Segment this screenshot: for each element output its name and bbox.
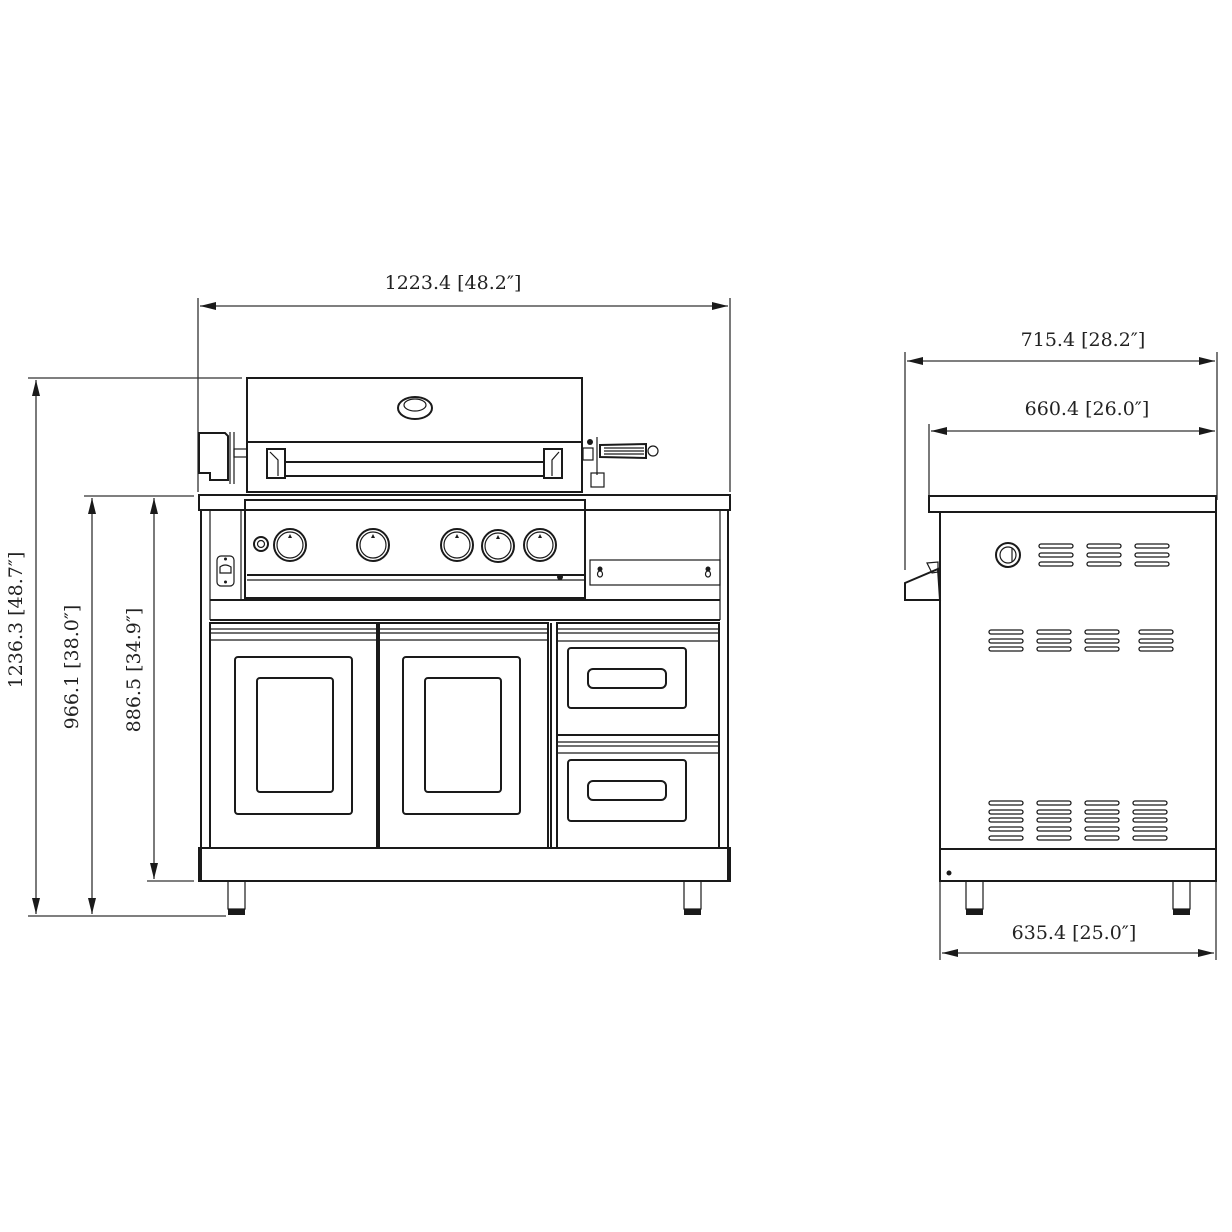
overall-depth-label: 715.4 [28.2″] [1021,329,1146,351]
drawer-top [556,622,720,736]
front-view: 1223.4 [48.2″] 1236.3 [48.7″] 966.1 [38.… [5,272,731,917]
counter-height-label: 966.1 [38.0″] [61,605,83,730]
grill-hood [246,377,583,493]
cabinet-height-label: 886.5 [34.9″] [123,608,145,733]
side-countertop [928,495,1217,513]
rotisserie-motor [198,432,248,484]
leg-left [227,880,246,915]
countertop [198,494,731,511]
vents-middle [988,629,1174,652]
gas-fitting [995,542,1021,568]
base-depth-dimension: 635.4 [25.0″] [939,880,1217,960]
base-depth-label: 635.4 [25.0″] [1012,922,1137,944]
side-leg-right [1172,880,1191,915]
grill-knob [523,528,557,562]
overall-depth-dimension: 715.4 [28.2″] [904,329,1218,570]
vents-top [1038,543,1170,567]
side-view: 715.4 [28.2″] 660.4 [26.0″] 635.4 [25.0″… [904,329,1218,960]
cabinet-door-right [378,622,549,849]
grill-knob [356,528,390,562]
grill-knob [481,529,515,563]
grill-knob [440,528,474,562]
overall-height-label: 1236.3 [48.7″] [5,552,27,689]
drawer-bottom [556,734,720,849]
overall-width-dimension: 1223.4 [48.2″] [197,272,731,492]
side-base [939,848,1217,882]
cabinet-height-dimension: 886.5 [34.9″] [123,498,194,882]
leg-right [683,880,702,915]
counter-depth-dimension: 660.4 [26.0″] [928,398,1215,496]
side-panel [939,511,1217,850]
overall-width-label: 1223.4 [48.2″] [385,272,522,294]
cabinet-door-left [209,622,378,849]
rotisserie-handle [582,437,659,488]
control-panel-lip [904,561,942,601]
counter-height-dimension: 966.1 [38.0″] [28,495,226,917]
overall-height-dimension: 1236.3 [48.7″] [5,377,242,914]
bottle-opener [216,510,242,600]
grill-control-panel [244,499,586,599]
grill-knob [273,528,307,562]
side-leg-left [965,880,984,915]
cabinet-frame [198,510,731,882]
side-burner-panel [589,559,721,586]
vents-bottom [988,800,1168,841]
counter-depth-label: 660.4 [26.0″] [1025,398,1150,420]
